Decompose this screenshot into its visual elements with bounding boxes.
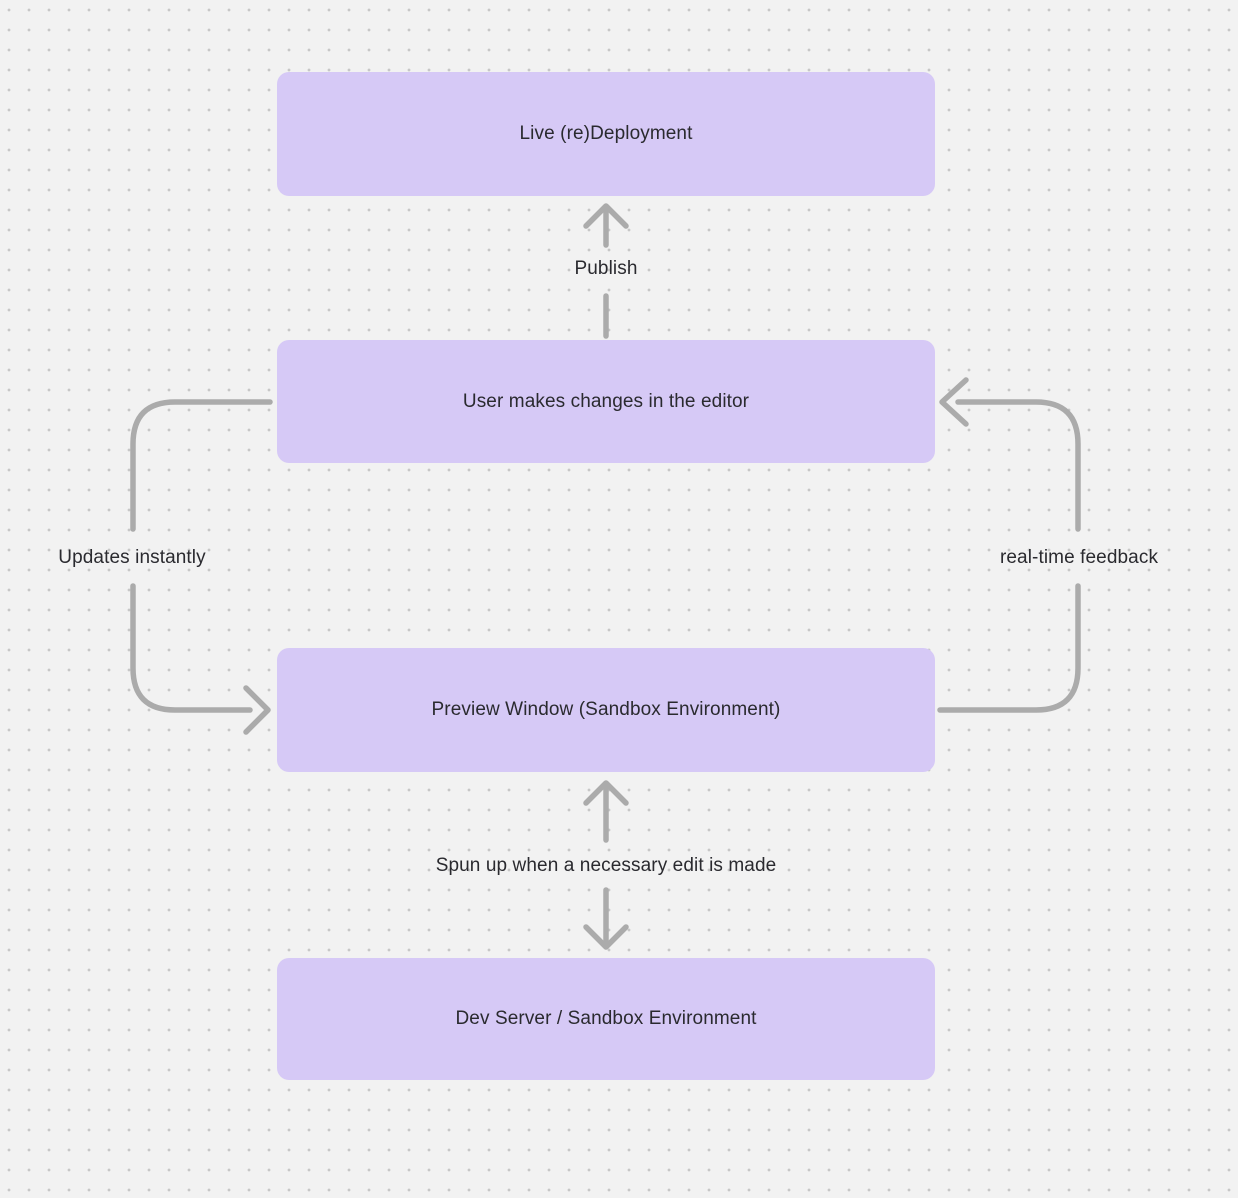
arrow-updates-segment-lower — [130, 583, 253, 713]
node-preview-window[interactable]: Preview Window (Sandbox Environment) — [277, 648, 935, 772]
node-live-redeployment-label: Live (re)Deployment — [519, 123, 693, 144]
arrow-down-head-icon — [583, 924, 629, 950]
arrow-publish[interactable] — [583, 203, 629, 339]
arrow-updates-instantly[interactable] — [130, 399, 273, 735]
node-live-redeployment[interactable]: Live (re)Deployment — [277, 72, 935, 196]
edge-label-updates-instantly: Updates instantly — [58, 547, 206, 568]
arrow-updates-segment-upper — [130, 399, 273, 532]
arrow-right-head-icon — [243, 685, 271, 735]
node-user-editor-label: User makes changes in the editor — [462, 390, 750, 412]
arrow-feedback-segment-upper — [955, 399, 1081, 532]
edge-label-real-time-feedback: real-time feedback — [999, 547, 1159, 568]
node-user-editor[interactable]: User makes changes in the editor — [277, 340, 935, 463]
arrow-spun-up-to-preview[interactable] — [583, 780, 629, 843]
node-preview-window-label: Preview Window (Sandbox Environment) — [431, 699, 781, 720]
arrow-real-time-feedback[interactable] — [937, 377, 1081, 713]
node-dev-server-label: Dev Server / Sandbox Environment — [455, 1008, 757, 1029]
arrow-up-head-icon — [583, 203, 629, 229]
edge-label-spun-up: Spun up when a necessary edit is made — [435, 855, 777, 876]
node-dev-server[interactable]: Dev Server / Sandbox Environment — [277, 958, 935, 1080]
arrow-spun-down-to-dev-server[interactable] — [583, 887, 629, 950]
edge-label-publish: Publish — [574, 258, 638, 279]
arrow-feedback-segment-lower — [937, 583, 1081, 713]
arrow-left-head-icon — [939, 377, 969, 427]
arrow-up-head-icon — [583, 780, 629, 806]
